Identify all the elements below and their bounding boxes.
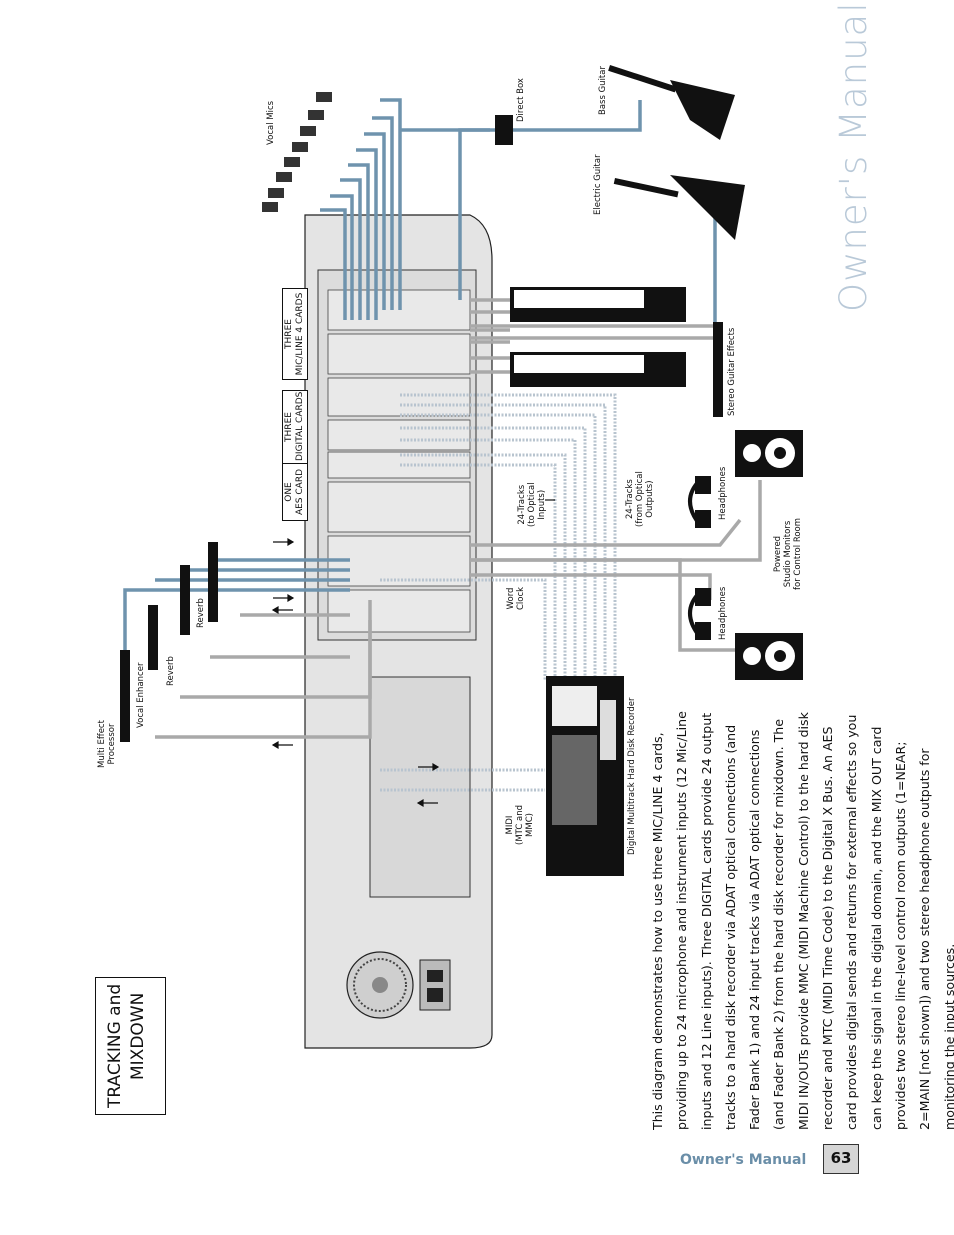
label-midi: MIDI (MTC and MMC) — [505, 805, 535, 845]
section-title-line2: MIXDOWN — [128, 992, 148, 1080]
label-headphones-2: Headphones — [718, 586, 728, 640]
section-title-box — [95, 977, 166, 1115]
page-number: 63 — [823, 1144, 859, 1174]
keyboard-icon — [510, 287, 686, 387]
label-electric-guitar: Electric Guitar — [593, 154, 603, 215]
label-direct-box: Direct Box — [516, 78, 526, 122]
recorder-icon — [546, 676, 624, 876]
label-tracks-to-inputs: 24-Tracks (to Optical Inputs) — [517, 482, 547, 527]
label-recorder: Digital Multitrack Hard Disk Recorder — [627, 697, 637, 855]
label-tracks-from-outputs: 24-Tracks (from Optical Outputs) — [625, 471, 655, 527]
label-digital-cards: THREE DIGITAL CARDS — [282, 390, 308, 464]
mic-cables — [320, 98, 642, 320]
bass-guitar-icon — [608, 65, 735, 140]
arrows — [271, 499, 555, 808]
vocal-mic-icons — [262, 92, 332, 212]
caption-text: This diagram demonstrates how to use thr… — [650, 711, 954, 1130]
fan-icon — [346, 951, 414, 1019]
label-reverb-2: Reverb — [196, 598, 206, 628]
brand-header: Owner's Manual — [832, 1, 875, 312]
computer-panel — [369, 676, 471, 898]
monitor-speaker-icon — [735, 430, 803, 680]
label-word-clock: Word Clock — [506, 586, 526, 610]
optical-cables — [380, 393, 617, 792]
keyboard-cables — [470, 298, 715, 374]
direct-box-icon — [495, 115, 513, 145]
label-multi-effect: Multi Effect Processor — [97, 720, 117, 768]
label-vocal-enhancer: Vocal Enhancer — [136, 662, 146, 728]
electric-guitar-icon — [613, 175, 745, 240]
label-bass-guitar: Bass Guitar — [598, 66, 608, 115]
footer-label: Owner's Manual — [680, 1152, 807, 1168]
section-title: TRACKING and MIXDOWN — [104, 984, 150, 1108]
headphones-icon — [688, 476, 711, 640]
label-stereo-guitar-effects: Stereo Guitar Effects — [727, 327, 737, 416]
label-studio-monitors: Powered Studio Monitors for Control Room — [773, 517, 803, 590]
stereo-fx-unit-icon — [713, 322, 723, 417]
label-mic-line-cards: THREE MIC/LINE 4 CARDS — [282, 288, 308, 380]
label-reverb-1: Reverb — [166, 656, 176, 686]
label-vocal-mics: Vocal Mics — [266, 100, 276, 145]
power-inlet — [419, 959, 451, 1011]
rack-effects-icons — [120, 542, 218, 742]
label-aes-card: ONE AES CARD — [282, 463, 308, 521]
label-headphones-1: Headphones — [718, 466, 728, 520]
section-title-line1: TRACKING and — [105, 983, 125, 1108]
